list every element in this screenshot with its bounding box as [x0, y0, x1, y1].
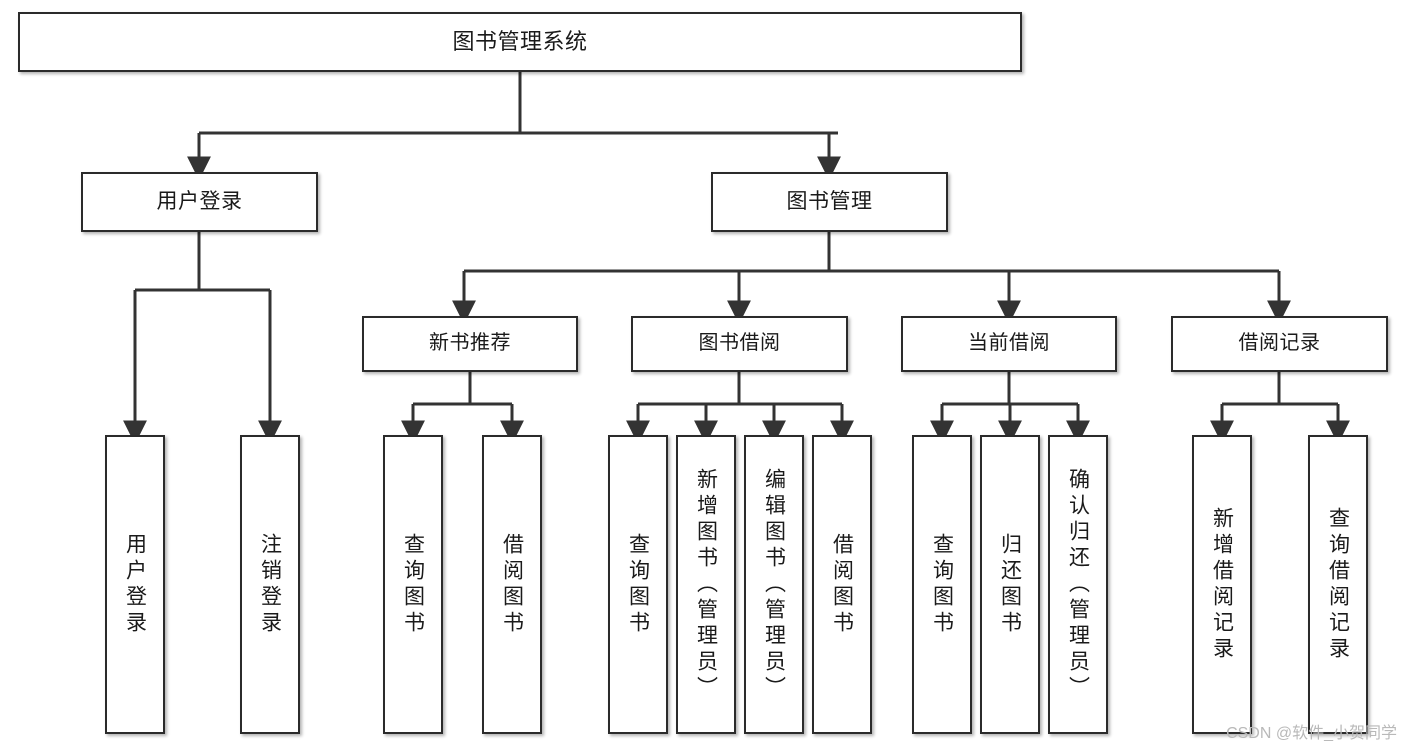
- leaf-return-book-label: 归还图书: [998, 532, 1022, 637]
- leaf-user-login-label: 用户登录: [123, 532, 147, 637]
- leaf-query-book-current[interactable]: 查询图书: [912, 435, 972, 734]
- node-book-manage-label: 图书管理: [786, 189, 873, 213]
- leaf-query-borrow-record-label: 查询借阅记录: [1326, 506, 1350, 663]
- node-user-login[interactable]: 用户登录: [81, 172, 318, 232]
- leaf-user-login[interactable]: 用户登录: [105, 435, 165, 734]
- leaf-edit-book-admin[interactable]: 编辑图书（管理员）: [744, 435, 804, 734]
- node-book-manage[interactable]: 图书管理: [711, 172, 948, 232]
- node-root-label: 图书管理系统: [452, 29, 588, 55]
- node-book-borrow[interactable]: 图书借阅: [631, 316, 848, 372]
- leaf-query-book-borrow[interactable]: 查询图书: [608, 435, 668, 734]
- node-user-login-label: 用户登录: [156, 189, 243, 213]
- leaf-borrow-book-label: 借阅图书: [830, 532, 854, 637]
- leaf-borrow-book-recommend-label: 借阅图书: [500, 532, 524, 637]
- leaf-logout-label: 注销登录: [258, 532, 282, 637]
- leaf-logout[interactable]: 注销登录: [240, 435, 300, 734]
- leaf-return-book[interactable]: 归还图书: [980, 435, 1040, 734]
- leaf-borrow-book[interactable]: 借阅图书: [812, 435, 872, 734]
- leaf-query-book-borrow-label: 查询图书: [626, 532, 650, 637]
- node-new-book-recommend-label: 新书推荐: [429, 332, 511, 355]
- leaf-confirm-return-admin-label: 确认归还（管理员）: [1066, 467, 1090, 702]
- leaf-query-book-current-label: 查询图书: [930, 532, 954, 637]
- node-current-borrow-label: 当前借阅: [968, 332, 1050, 355]
- leaf-borrow-book-recommend[interactable]: 借阅图书: [482, 435, 542, 734]
- leaf-add-book-admin-label: 新增图书（管理员）: [694, 467, 718, 702]
- csdn-watermark: CSDN @软件_小贺同学: [1226, 725, 1397, 742]
- leaf-query-borrow-record[interactable]: 查询借阅记录: [1308, 435, 1368, 734]
- leaf-edit-book-admin-label: 编辑图书（管理员）: [762, 467, 786, 702]
- node-borrow-record[interactable]: 借阅记录: [1171, 316, 1388, 372]
- node-new-book-recommend[interactable]: 新书推荐: [362, 316, 578, 372]
- leaf-add-borrow-record-label: 新增借阅记录: [1210, 506, 1234, 663]
- node-root[interactable]: 图书管理系统: [18, 12, 1022, 72]
- leaf-confirm-return-admin[interactable]: 确认归还（管理员）: [1048, 435, 1108, 734]
- node-current-borrow[interactable]: 当前借阅: [901, 316, 1117, 372]
- node-borrow-record-label: 借阅记录: [1238, 332, 1321, 355]
- node-book-borrow-label: 图书借阅: [698, 332, 781, 355]
- leaf-query-book-recommend[interactable]: 查询图书: [383, 435, 443, 734]
- leaf-add-borrow-record[interactable]: 新增借阅记录: [1192, 435, 1252, 734]
- leaf-query-book-recommend-label: 查询图书: [401, 532, 425, 637]
- leaf-add-book-admin[interactable]: 新增图书（管理员）: [676, 435, 736, 734]
